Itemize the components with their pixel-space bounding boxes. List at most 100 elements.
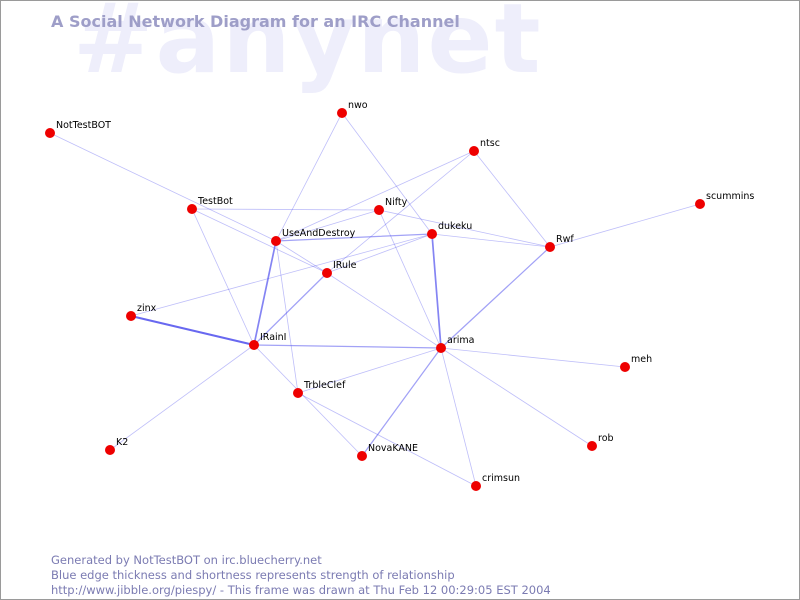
nodes-layer: NotTestBOT nwo ntsc scummins TestBot NiftyUse… <box>45 100 754 491</box>
node-label: K2 <box>116 437 128 448</box>
node-dot <box>374 205 384 215</box>
node-nwo: nwo <box>337 100 368 118</box>
node-label: dukeku <box>438 221 472 232</box>
edge-TrbleClef-crimsun <box>297 392 477 487</box>
node-label: arima <box>447 335 474 346</box>
node-dot <box>337 108 347 118</box>
edge-UseAndDestroy-TrbleClef <box>275 240 299 394</box>
edges-layer <box>49 112 701 487</box>
node-label: nwo <box>348 100 368 111</box>
edge-ntsc-UseAndDestroy <box>275 150 475 242</box>
edge-TestBot-Nifty <box>191 208 380 211</box>
node-crimsun: crimsun <box>471 473 520 491</box>
node-label: UseAndDestroy <box>282 228 356 239</box>
node-dukeku: dukeku <box>427 221 472 239</box>
node-label: NovaKANE <box>368 443 418 454</box>
node-dot <box>436 343 446 353</box>
edge-TestBot-IRule <box>191 208 328 274</box>
edge-nwo-UseAndDestroy <box>275 112 343 242</box>
edge-TestBot-IRainI <box>191 208 255 346</box>
node-scummins: scummins <box>695 191 754 209</box>
node-dot <box>126 311 136 321</box>
edge-Nifty-UseAndDestroy <box>275 209 380 242</box>
node-K2: K2 <box>105 437 128 455</box>
node-dot <box>45 128 55 138</box>
node-dot <box>620 362 630 372</box>
node-Rwf: Rwf <box>545 234 574 252</box>
node-dot <box>469 146 479 156</box>
node-dot <box>105 445 115 455</box>
edge-nwo-dukeku <box>341 112 433 235</box>
node-label: NotTestBOT <box>56 120 111 131</box>
edge-UseAndDestroy-dukeku <box>275 233 433 242</box>
node-label: crimsun <box>482 473 520 484</box>
edge-Nifty-arima <box>378 209 442 349</box>
edge-IRainI-NovaKANE <box>253 344 363 457</box>
edge-IRainI-K2 <box>109 344 255 451</box>
node-label: TrbleClef <box>303 380 346 391</box>
node-meh: meh <box>620 354 652 372</box>
diagram-title: A Social Network Diagram for an IRC Chan… <box>51 12 460 31</box>
footer-line-legend: Blue edge thickness and shortness repres… <box>51 568 455 582</box>
node-dot <box>322 268 332 278</box>
edge-arima-TrbleClef <box>297 347 442 394</box>
node-UseAndDestroy: UseAndDestroy <box>271 228 356 246</box>
edge-arima-rob <box>440 347 593 447</box>
node-label: Nifty <box>385 197 408 208</box>
node-label: rob <box>598 433 614 444</box>
node-dot <box>695 199 705 209</box>
edge-arima-meh <box>440 347 626 368</box>
node-TrbleClef: TrbleClef <box>293 380 346 398</box>
node-arima: arima <box>436 335 474 353</box>
channel-watermark: #anynet <box>73 0 543 95</box>
node-rob: rob <box>587 433 614 451</box>
edge-UseAndDestroy-IRainI <box>253 240 277 346</box>
edge-IRainI-arima <box>253 344 442 349</box>
node-TestBot: TestBot <box>187 196 233 214</box>
node-label: Rwf <box>556 234 574 245</box>
node-IRainI: IRainI <box>249 332 286 350</box>
node-dot <box>587 441 597 451</box>
edge-dukeku-arima <box>431 233 442 349</box>
node-label: TestBot <box>197 196 233 207</box>
node-dot <box>357 451 367 461</box>
node-label: IRainI <box>260 332 286 343</box>
node-NovaKANE: NovaKANE <box>357 443 418 461</box>
edge-NotTestBOT-UseAndDestroy <box>49 132 277 242</box>
node-zinx: zinx <box>126 303 157 321</box>
footer-line-generated: Generated by NotTestBOT on irc.bluecherr… <box>51 553 322 567</box>
node-ntsc: ntsc <box>469 138 500 156</box>
edge-arima-NovaKANE <box>361 347 442 457</box>
node-label: ntsc <box>480 138 500 149</box>
footer-line-timestamp: http://www.jibble.org/piespy/ - This fra… <box>51 583 551 597</box>
node-dot <box>293 388 303 398</box>
edge-arima-crimsun <box>440 347 477 487</box>
edge-IRule-IRainI <box>253 272 328 346</box>
edge-Nifty-Rwf <box>378 209 551 248</box>
edge-zinx-dukeku <box>130 233 433 317</box>
edge-Rwf-scummins <box>549 203 701 248</box>
node-label: zinx <box>137 303 157 314</box>
node-label: scummins <box>706 191 754 202</box>
node-dot <box>187 204 197 214</box>
edge-ntsc-Rwf <box>473 150 551 248</box>
node-label: IRule <box>333 260 357 271</box>
node-dot <box>271 236 281 246</box>
edge-dukeku-IRule <box>326 233 433 274</box>
node-Nifty: Nifty <box>374 197 408 215</box>
node-NotTestBOT: NotTestBOT <box>45 120 111 138</box>
edge-ntsc-IRule <box>326 150 475 274</box>
node-IRule: IRule <box>322 260 357 278</box>
edge-IRule-arima <box>326 272 442 349</box>
node-dot <box>249 340 259 350</box>
node-dot <box>427 229 437 239</box>
edge-Rwf-arima <box>440 246 551 349</box>
edge-dukeku-Rwf <box>431 233 551 248</box>
node-dot <box>545 242 555 252</box>
footer-info: Generated by NotTestBOT on irc.bluecherr… <box>51 553 551 598</box>
edge-zinx-IRainI <box>129 314 256 347</box>
node-dot <box>471 481 481 491</box>
edge-UseAndDestroy-IRule <box>275 240 328 274</box>
